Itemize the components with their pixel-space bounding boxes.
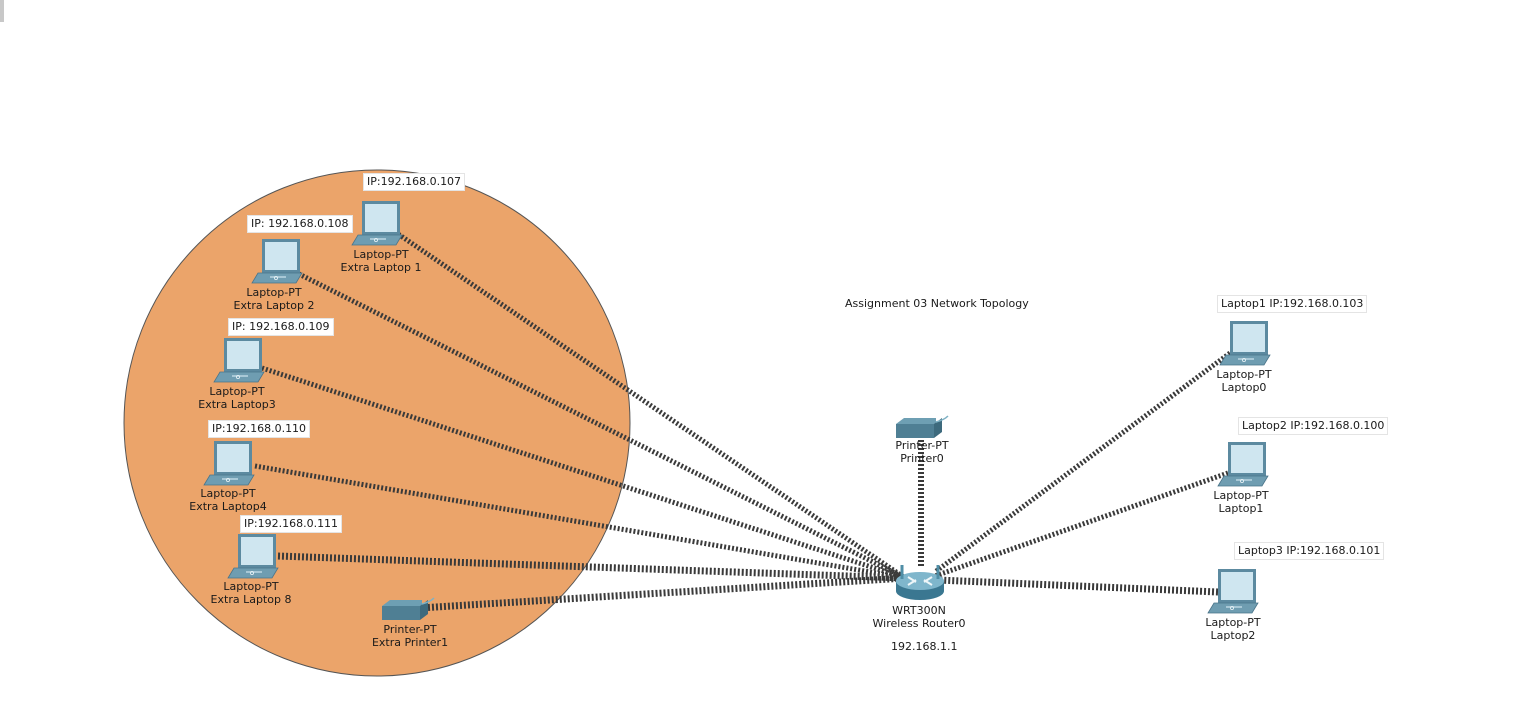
ip-note-extra-laptop-1: IP:192.168.0.107 bbox=[364, 174, 465, 190]
ip-note-laptop1: Laptop2 IP:192.168.0.100 bbox=[1239, 418, 1388, 434]
printer-icon[interactable] bbox=[895, 415, 949, 439]
device-label-printer0: Printer-PT Printer0 bbox=[895, 439, 948, 465]
device-label-laptop1: Laptop-PT Laptop1 bbox=[1213, 489, 1268, 515]
link-extra-laptop-2 bbox=[293, 269, 907, 581]
diagram-title: Assignment 03 Network Topology bbox=[842, 296, 1032, 312]
device-label-extra-laptop-2: Laptop-PT Extra Laptop 2 bbox=[234, 286, 315, 312]
device-label-laptop0: Laptop-PT Laptop0 bbox=[1216, 368, 1271, 394]
wireless-links bbox=[254, 229, 1232, 612]
device-name: Laptop2 bbox=[1210, 629, 1256, 642]
ip-note-laptop2: Laptop3 IP:192.168.0.101 bbox=[1235, 543, 1384, 559]
router-ip-note: 192.168.1.1 bbox=[888, 639, 961, 655]
device-name: Extra Laptop4 bbox=[189, 500, 267, 513]
device-model: Laptop-PT bbox=[1216, 368, 1272, 381]
device-name: Wireless Router0 bbox=[872, 617, 966, 630]
device-model: WRT300N bbox=[892, 604, 946, 617]
link-extra-laptop-4 bbox=[254, 463, 906, 581]
device-model: Laptop-PT bbox=[209, 385, 265, 398]
ip-note-extra-laptop-3: IP: 192.168.0.109 bbox=[229, 319, 333, 335]
ip-note-extra-laptop-4: IP:192.168.0.110 bbox=[209, 421, 310, 437]
device-label-extra-printer-1: Printer-PT Extra Printer1 bbox=[372, 623, 448, 649]
device-model: Laptop-PT bbox=[223, 580, 279, 593]
device-label-extra-laptop-1: Laptop-PT Extra Laptop 1 bbox=[341, 248, 422, 274]
device-name: Extra Laptop3 bbox=[198, 398, 276, 411]
laptop-icon[interactable] bbox=[1219, 320, 1271, 366]
link-extra-printer-1 bbox=[419, 574, 906, 612]
device-model: Laptop-PT bbox=[200, 487, 256, 500]
device-label-extra-laptop-3: Laptop-PT Extra Laptop3 bbox=[198, 385, 275, 411]
link-extra-laptop-8 bbox=[277, 552, 906, 582]
device-model: Laptop-PT bbox=[1205, 616, 1261, 629]
ip-note-laptop0: Laptop1 IP:192.168.0.103 bbox=[1218, 296, 1367, 312]
laptop-icon[interactable] bbox=[1217, 441, 1269, 487]
device-name: Extra Printer1 bbox=[371, 636, 449, 649]
device-model: Printer-PT bbox=[383, 623, 437, 636]
wireless-router-icon[interactable] bbox=[894, 563, 946, 602]
extra-devices-zone bbox=[123, 169, 631, 677]
ip-note-extra-laptop-8: IP:192.168.0.111 bbox=[241, 516, 342, 532]
link-laptop1 bbox=[934, 470, 1229, 579]
laptop-icon[interactable] bbox=[1207, 568, 1259, 614]
ip-note-extra-laptop-2: IP: 192.168.0.108 bbox=[248, 216, 352, 232]
link-laptop2 bbox=[937, 576, 1219, 596]
device-model: Laptop-PT bbox=[1213, 489, 1269, 502]
device-label-extra-laptop-4: Laptop-PT Extra Laptop4 bbox=[189, 487, 266, 513]
device-name: Printer0 bbox=[900, 452, 944, 465]
device-label-extra-laptop-8: Laptop-PT Extra Laptop 8 bbox=[211, 580, 292, 606]
device-model: Laptop-PT bbox=[246, 286, 302, 299]
link-extra-laptop-1 bbox=[393, 229, 907, 581]
device-name: Extra Laptop 2 bbox=[233, 299, 315, 312]
device-name: Laptop0 bbox=[1221, 381, 1267, 394]
device-label-laptop2: Laptop-PT Laptop2 bbox=[1205, 616, 1260, 642]
device-name: Laptop1 bbox=[1218, 502, 1264, 515]
link-extra-laptop-3 bbox=[261, 365, 906, 581]
device-label-router: WRT300N Wireless Router0 bbox=[873, 604, 966, 630]
canvas-corner-marker bbox=[0, 0, 4, 22]
device-name: Extra Laptop 1 bbox=[340, 261, 422, 274]
device-model: Printer-PT bbox=[895, 439, 949, 452]
device-model: Laptop-PT bbox=[353, 248, 409, 261]
link-laptop0 bbox=[933, 350, 1232, 575]
device-name: Extra Laptop 8 bbox=[210, 593, 292, 606]
